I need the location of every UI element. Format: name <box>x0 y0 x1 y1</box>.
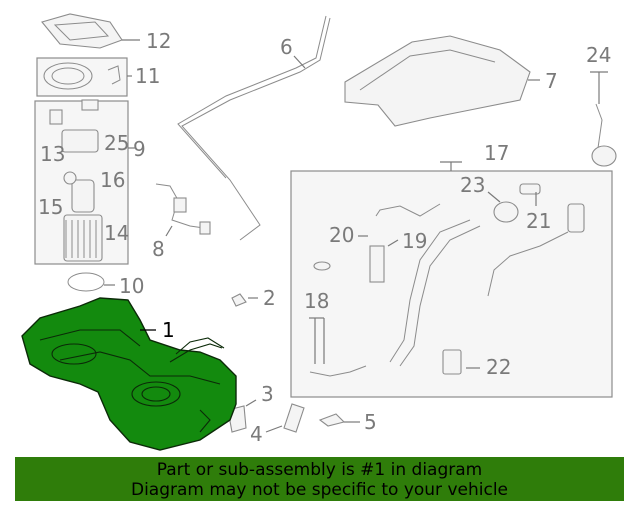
callout-14: 14 <box>104 221 129 245</box>
part-12-cover-plate <box>41 13 140 49</box>
part-notice-line-2: Diagram may not be specific to your vehi… <box>130 480 508 500</box>
part-1-fuel-tank <box>21 297 237 451</box>
callout-16: 16 <box>100 168 125 192</box>
part-5-strip <box>318 413 360 427</box>
callout-19: 19 <box>402 229 427 253</box>
part-2-clip <box>231 293 258 307</box>
callout-25: 25 <box>104 131 129 155</box>
part-notice-line-1: Part or sub-assembly is #1 in diagram <box>156 460 483 480</box>
part-notice-banner: Part or sub-assembly is #1 in diagram Di… <box>15 457 624 501</box>
callout-12: 12 <box>146 29 171 53</box>
callout-3: 3 <box>261 382 274 406</box>
callout-7: 7 <box>545 69 558 93</box>
callout-13: 13 <box>40 142 65 166</box>
callout-18: 18 <box>304 289 329 313</box>
part-9-pump-module <box>34 99 136 265</box>
part-7-heat-shield <box>344 35 540 127</box>
callout-1: 1 <box>162 318 175 342</box>
callout-21: 21 <box>526 209 551 233</box>
callout-11: 11 <box>135 64 160 88</box>
part-17-filler-assembly <box>290 161 613 398</box>
callout-24: 24 <box>586 43 611 67</box>
callout-20: 20 <box>329 223 354 247</box>
part-8-harness <box>155 183 211 237</box>
part-4-pad <box>265 403 305 433</box>
callout-2: 2 <box>263 286 276 310</box>
part-6-tank-strap <box>177 15 331 241</box>
callout-15: 15 <box>38 195 63 219</box>
callout-8: 8 <box>152 237 165 261</box>
part-11-lock-ring <box>36 57 132 97</box>
callout-22: 22 <box>486 355 511 379</box>
callout-6: 6 <box>280 35 293 59</box>
callout-5: 5 <box>364 410 377 434</box>
part-24-fuel-cap <box>590 71 617 167</box>
callout-23: 23 <box>460 173 485 197</box>
callout-17: 17 <box>484 141 509 165</box>
callout-4: 4 <box>250 422 263 446</box>
callout-10: 10 <box>119 274 144 298</box>
callout-9: 9 <box>133 137 146 161</box>
part-10-gasket <box>67 272 115 292</box>
